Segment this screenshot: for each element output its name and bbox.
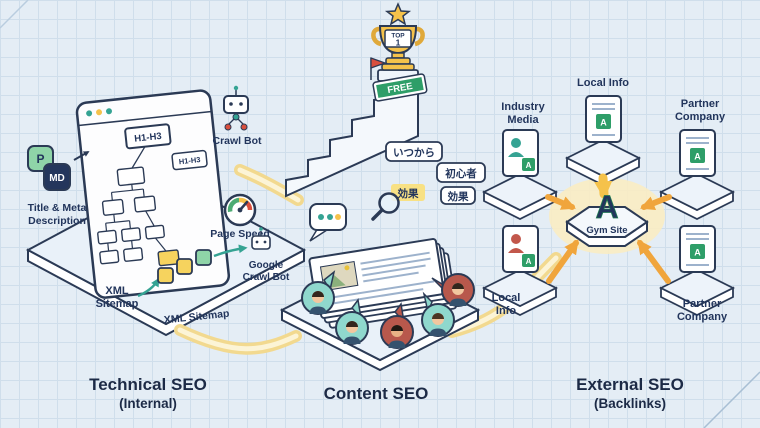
h1-h3-callout-label: H1-H3	[134, 131, 162, 145]
article-text-lines	[325, 251, 435, 306]
crawl-bot-label: Crawl Bot	[212, 135, 262, 147]
pennant-icon	[370, 57, 387, 69]
local-info-bottom-card: A	[502, 225, 539, 273]
local-info-top-card: A	[585, 95, 622, 143]
gym-site-logo: A	[595, 189, 618, 225]
backlink-arrows	[545, 173, 672, 284]
keyword-bubble-3: 効果	[398, 187, 419, 200]
partner-top-label-line1: Partner	[681, 98, 720, 110]
h1-h3-callout	[124, 123, 172, 150]
free-banner: FREE	[372, 73, 428, 102]
partner-top-label-line2: Company	[675, 111, 726, 123]
chat-bubble-icon	[309, 203, 347, 242]
content-seo-title: Content SEO	[324, 384, 429, 403]
heading-tree-boxes	[97, 166, 180, 267]
corner-line-topleft	[0, 0, 29, 29]
backlink-logo-letter: A	[694, 152, 701, 162]
page-speed-gauge-icon	[223, 193, 257, 227]
sitemap-to-bot-arrow	[213, 244, 248, 258]
window-dot-icon	[105, 108, 112, 115]
h1-h3-callout-small	[171, 149, 208, 171]
content-seo-section: TOP 1 FREE いつから 初心者 効果 効果	[279, 2, 486, 372]
trophy-rank-label: 1	[396, 38, 401, 48]
trophy-top-label: TOP	[391, 33, 405, 40]
h1-h3-callout-small-label: H1-H3	[178, 155, 201, 166]
external-seo-section: A A A A A	[481, 77, 736, 323]
local-info-bottom-label-line2: Info	[496, 305, 516, 317]
md-tag-icon	[43, 163, 71, 191]
external-seo-title: External SEO	[576, 375, 684, 394]
gym-site-platform	[565, 206, 649, 247]
browser-window: H1-H3 H1-H3	[75, 89, 231, 299]
sitemap-arrow	[137, 277, 160, 298]
gym-site-label: Gym Site	[586, 225, 627, 236]
avatar	[301, 270, 336, 315]
magnifier-icon	[371, 192, 400, 221]
title-meta-label-line2: Description	[28, 215, 86, 227]
trophy: TOP 1	[371, 2, 425, 82]
backlink-logo-letter: A	[694, 248, 701, 258]
partner-company-bottom-card: A	[679, 225, 716, 273]
avatar	[335, 298, 369, 345]
backlink-platforms	[481, 138, 736, 317]
article-stack	[308, 238, 458, 329]
technical-seo-title: Technical SEO	[89, 375, 207, 394]
heading-tree-lines	[105, 184, 167, 252]
avatar	[431, 273, 475, 307]
backlink-logo-letter: A	[600, 118, 607, 128]
industry-media-card: A	[502, 129, 539, 177]
keyword-bubble-2: 初心者	[445, 167, 477, 180]
local-info-top-label: Local Info	[577, 77, 629, 89]
local-info-bottom-label-line1: Local	[492, 292, 521, 304]
md-tag-label: MD	[49, 173, 65, 184]
technical-seo-section: H1-H3 H1-H3 P MD Title & Meta Descriptio…	[25, 85, 307, 337]
keyword-bubble-1: いつから	[393, 147, 435, 159]
avatar	[380, 302, 414, 349]
google-crawl-bot-icon	[251, 227, 271, 250]
keyword-highlight	[391, 184, 425, 201]
reader-avatars	[301, 270, 475, 349]
xml-sitemap-label1-line2: Sitemap	[96, 298, 139, 310]
industry-media-label-line2: Media	[507, 114, 539, 126]
google-crawl-bot-label-line2: Crawl Bot	[243, 272, 290, 283]
free-banner-label: FREE	[387, 81, 414, 96]
industry-media-label-line1: Industry	[501, 101, 545, 113]
sitemap-boxes-icon	[157, 249, 212, 284]
tag-arrow	[73, 151, 90, 161]
external-seo-subtitle: (Backlinks)	[594, 396, 666, 411]
star-icon	[384, 2, 412, 26]
partner-bottom-label-line2: Company	[677, 311, 728, 323]
keyword-bubbles: いつから 初心者 効果 効果	[385, 141, 486, 205]
technical-seo-subtitle: (Internal)	[119, 396, 177, 411]
google-crawl-bot-label-line1: Google	[249, 260, 284, 271]
corner-line-bottomright	[703, 371, 760, 428]
backlink-logo-letter: A	[526, 257, 532, 266]
window-dot-icon	[86, 110, 93, 117]
window-dot-icon	[96, 109, 103, 116]
partner-company-top-card: A	[679, 129, 716, 177]
keyword-bubble-4: 効果	[448, 190, 469, 203]
avatar	[421, 291, 455, 337]
crawl-bot-icon	[223, 85, 249, 131]
backlink-logo-letter: A	[526, 161, 532, 170]
p-tag-label: P	[36, 152, 44, 166]
partner-bottom-label-line1: Partner	[683, 298, 722, 310]
xml-sitemap-label1-line1: XML	[105, 285, 129, 297]
title-meta-label-line1: Title & Meta	[28, 202, 87, 214]
